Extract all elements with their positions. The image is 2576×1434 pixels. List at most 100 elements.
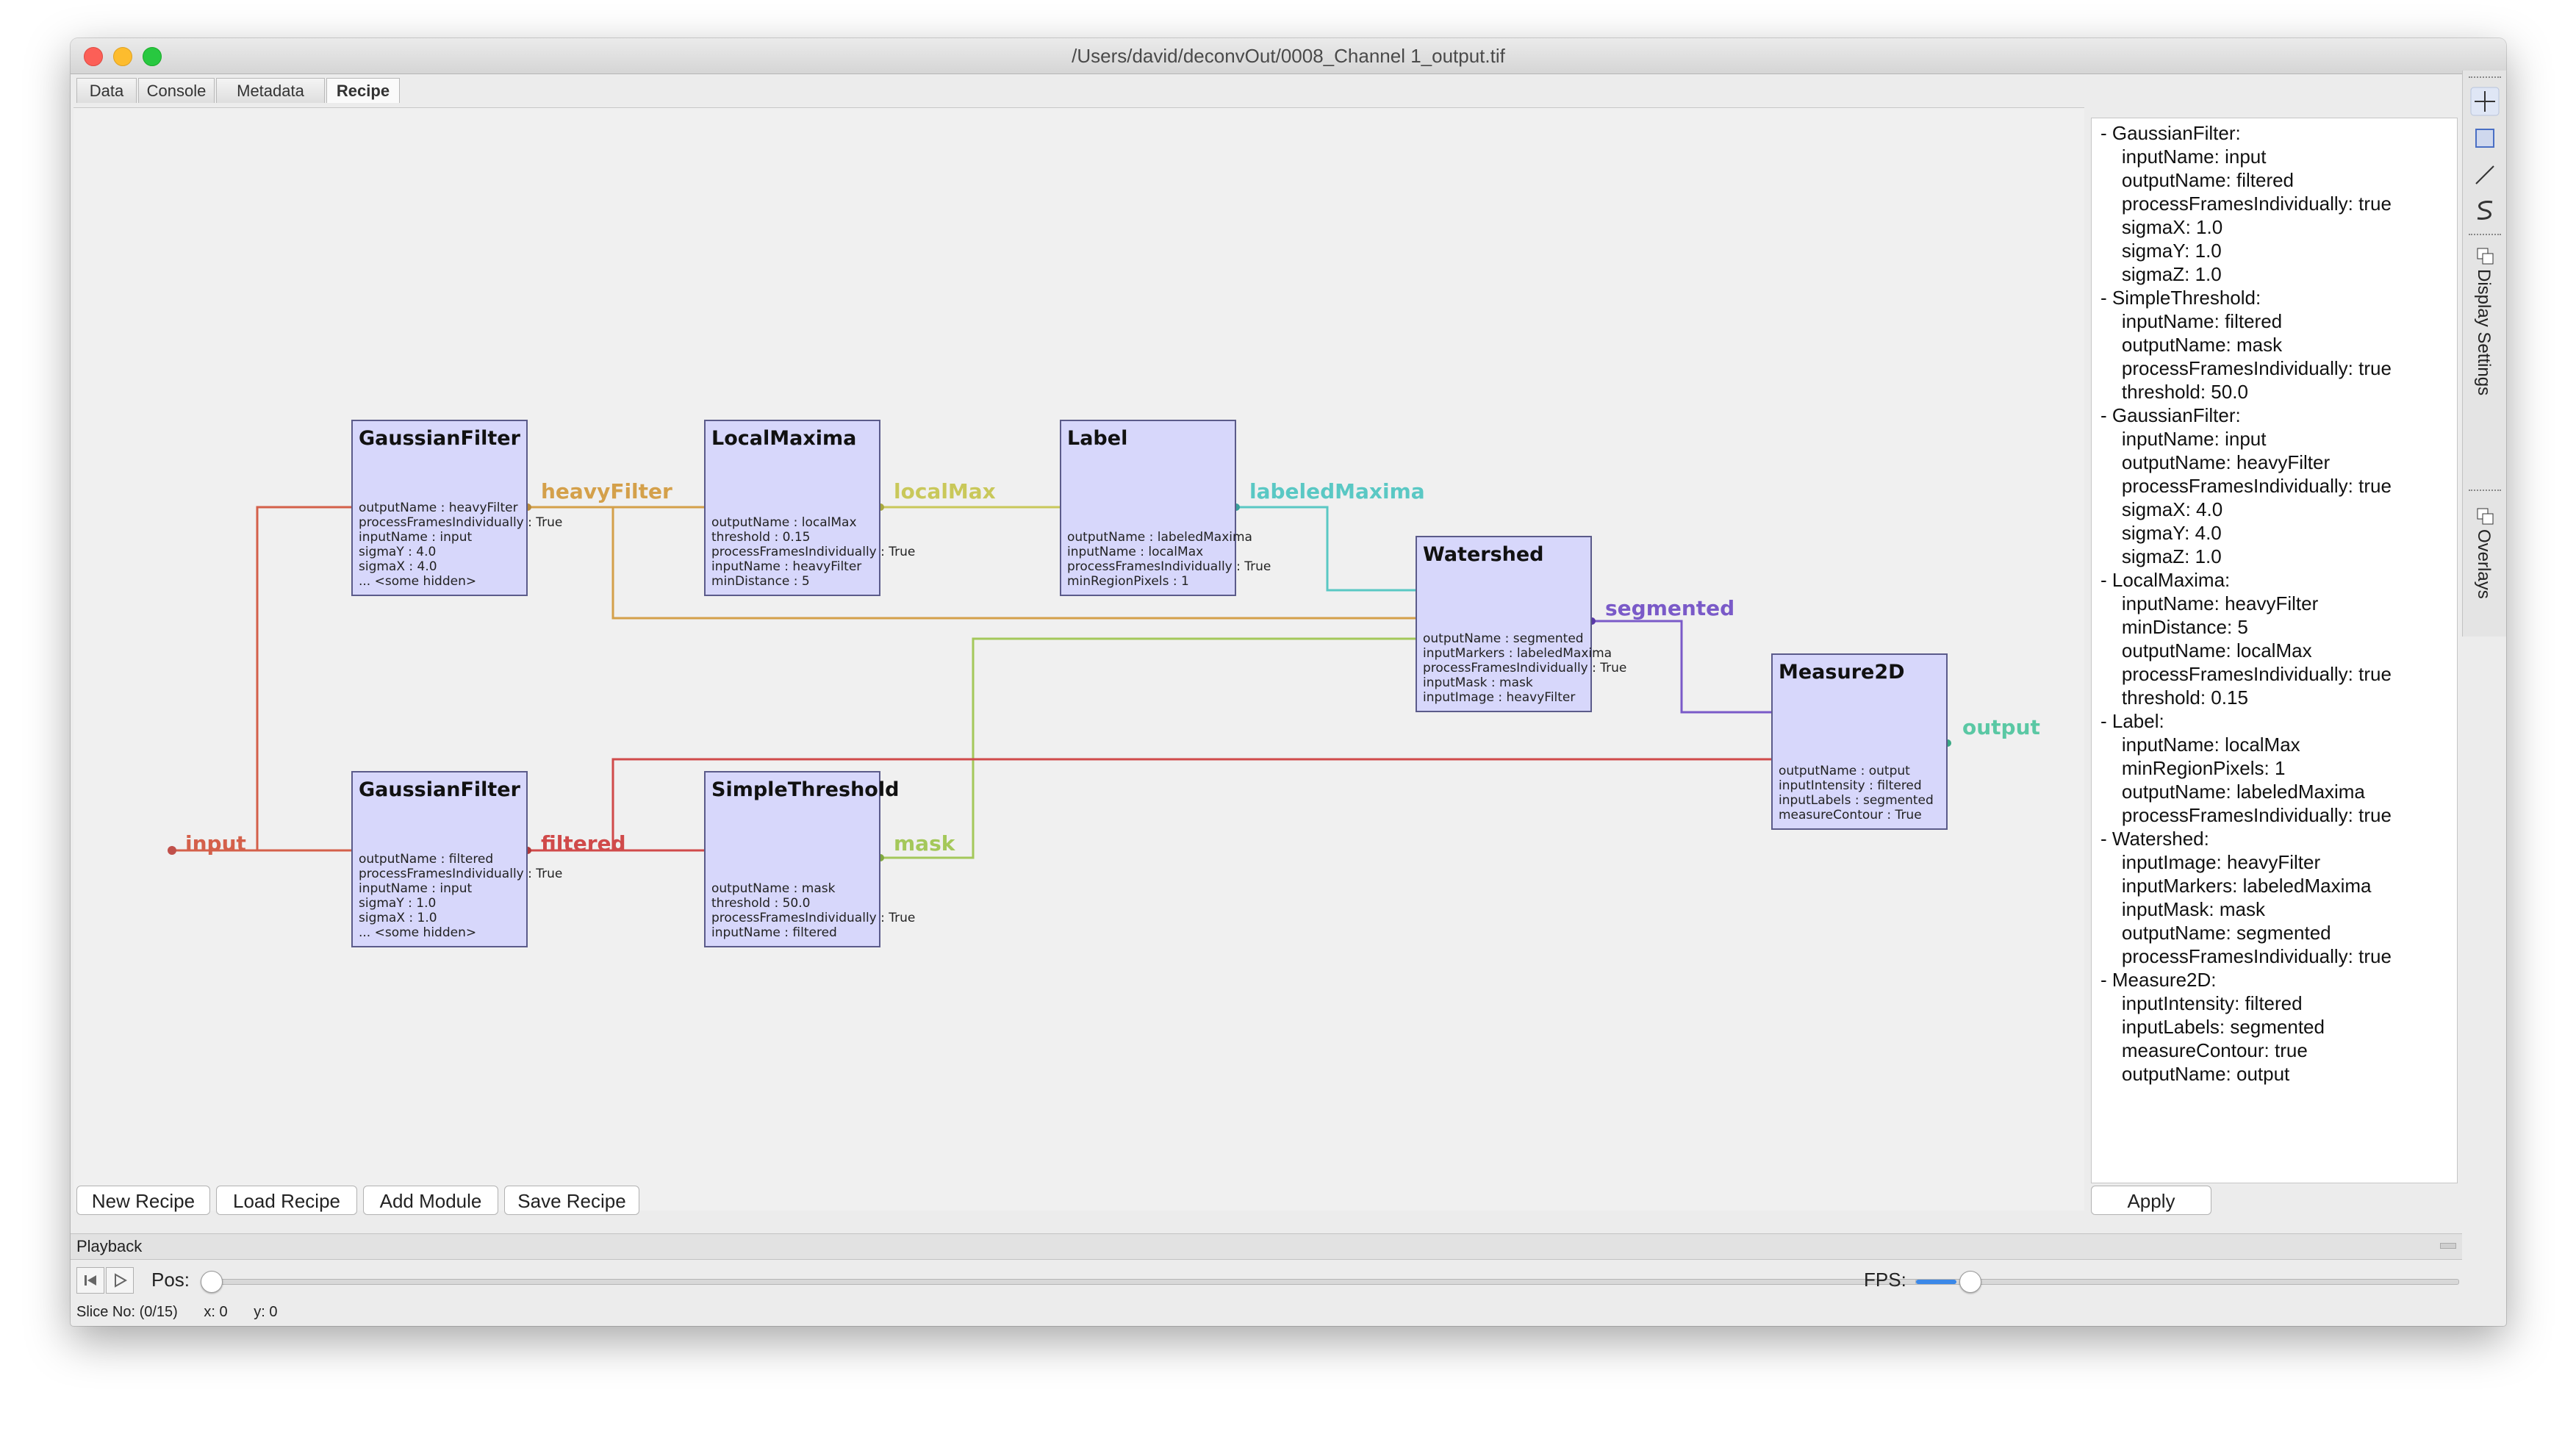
node-title: SimpleThreshold	[711, 778, 900, 801]
recipe-yaml-line: minRegionPixels: 1	[2100, 757, 2286, 779]
apply-button[interactable]: Apply	[2091, 1186, 2211, 1215]
recipe-yaml-line: - Watershed:	[2100, 828, 2209, 850]
recipe-yaml-line: sigmaX: 1.0	[2100, 216, 2223, 238]
node-gaussian-filter-heavy[interactable]: GaussianFilter outputName : heavyFilter …	[351, 420, 562, 596]
node-param: ... <some hidden>	[359, 574, 477, 589]
node-params: outputName : localMax threshold : 0.15 p…	[711, 515, 915, 589]
recipe-yaml-line: sigmaZ: 1.0	[2100, 545, 2222, 567]
edge-mask	[880, 637, 1416, 859]
node-param: outputName : segmented	[1423, 631, 1584, 646]
recipe-yaml-line: - SimpleThreshold:	[2100, 287, 2261, 309]
fps-slider-handle[interactable]	[1959, 1271, 1981, 1293]
node-param: inputLabels : segmented	[1779, 793, 1934, 808]
recipe-yaml-line: inputName: filtered	[2100, 310, 2283, 332]
grip-icon	[2469, 76, 2501, 81]
overlays-tab[interactable]: Overlays	[2474, 529, 2494, 599]
edge-heavyfilter-branch	[611, 507, 1416, 620]
node-label[interactable]: Label outputName : labeledMaxima inputNa…	[1060, 420, 1271, 596]
node-param: processFramesIndividually : True	[711, 545, 916, 559]
rewind-button[interactable]	[76, 1267, 104, 1294]
recipe-text-editor[interactable]: - GaussianFilter: inputName: input outpu…	[2091, 118, 2458, 1183]
recipe-yaml-line: processFramesIndividually: true	[2100, 804, 2392, 826]
recipe-yaml-line: inputName: input	[2100, 428, 2267, 450]
fps-slider[interactable]	[1915, 1271, 2459, 1293]
recipe-yaml-line: - GaussianFilter:	[2100, 122, 2241, 144]
edge-label-mask: mask	[894, 831, 955, 856]
recipe-yaml-line: outputName: filtered	[2100, 169, 2295, 191]
node-param: sigmaY : 4.0	[359, 545, 437, 559]
node-param: outputName : mask	[711, 881, 836, 896]
close-window-button[interactable]	[84, 47, 103, 66]
edge-label-localmax: localMax	[894, 479, 996, 503]
node-title: Measure2D	[1779, 661, 1905, 684]
node-param: processFramesIndividually : True	[359, 867, 563, 881]
edge-label-heavyfilter: heavyFilter	[541, 479, 672, 503]
tab-recipe[interactable]: Recipe	[326, 78, 400, 103]
zoom-window-button[interactable]	[143, 47, 162, 66]
display-settings-tab[interactable]: Display Settings	[2474, 269, 2494, 396]
edge-label-labeledmaxima: labeledMaxima	[1249, 479, 1425, 503]
new-recipe-button[interactable]: New Recipe	[76, 1186, 210, 1215]
add-module-button[interactable]: Add Module	[363, 1186, 498, 1215]
recipe-yaml-line: threshold: 50.0	[2100, 381, 2248, 403]
recipe-yaml-line: outputName: mask	[2100, 334, 2283, 356]
recipe-yaml-line: sigmaY: 1.0	[2100, 240, 2222, 262]
node-title: GaussianFilter	[359, 778, 520, 801]
app-window: /Users/david/deconvOut/0008_Channel 1_ou…	[71, 38, 2506, 1326]
node-param: inputName : input	[359, 881, 473, 896]
node-title: LocalMaxima	[711, 427, 857, 450]
recipe-yaml-line: - LocalMaxima:	[2100, 569, 2231, 591]
recipe-yaml-line: inputImage: heavyFilter	[2100, 851, 2321, 873]
node-params: outputName : output inputIntensity : fil…	[1779, 764, 1934, 822]
minimize-window-button[interactable]	[113, 47, 132, 66]
recipe-yaml-line: - GaussianFilter:	[2100, 404, 2241, 426]
recipe-yaml-line: sigmaZ: 1.0	[2100, 263, 2222, 285]
node-params: outputName : segmented inputMarkers : la…	[1423, 631, 1626, 705]
play-button[interactable]	[106, 1267, 134, 1294]
line-tool-icon[interactable]	[2470, 160, 2500, 190]
recipe-yaml-line: inputName: localMax	[2100, 734, 2300, 756]
node-watershed[interactable]: Watershed outputName : segmented inputMa…	[1416, 536, 1626, 712]
node-params: outputName : heavyFilter processFramesIn…	[359, 501, 562, 589]
load-recipe-button[interactable]: Load Recipe	[216, 1186, 357, 1215]
node-param: inputName : localMax	[1067, 545, 1204, 559]
node-local-maxima[interactable]: LocalMaxima outputName : localMax thresh…	[704, 420, 915, 596]
tab-metadata[interactable]: Metadata	[216, 78, 325, 103]
node-param: inputName : input	[359, 530, 473, 545]
recipe-yaml-line: processFramesIndividually: true	[2100, 945, 2392, 967]
y-coordinate: y: 0	[254, 1304, 278, 1320]
position-slider[interactable]	[201, 1271, 1920, 1293]
node-gaussian-filter-filtered[interactable]: GaussianFilter outputName : filtered pro…	[351, 771, 562, 947]
title-bar: /Users/david/deconvOut/0008_Channel 1_ou…	[71, 38, 2506, 74]
save-recipe-button[interactable]: Save Recipe	[504, 1186, 639, 1215]
edge-label-output: output	[1962, 715, 2040, 739]
node-param: inputMarkers : labeledMaxima	[1423, 646, 1612, 661]
rectangle-select-icon[interactable]	[2470, 123, 2500, 153]
edge-label-segmented: segmented	[1605, 596, 1735, 620]
edge-label-filtered: filtered	[541, 831, 626, 856]
node-simple-threshold[interactable]: SimpleThreshold outputName : mask thresh…	[704, 771, 915, 947]
pipeline-connections	[168, 503, 1951, 861]
node-param: processFramesIndividually : True	[711, 911, 916, 925]
node-param: threshold : 0.15	[711, 530, 811, 545]
recipe-yaml-line: sigmaY: 4.0	[2100, 522, 2222, 544]
node-param: inputMask : mask	[1423, 675, 1533, 690]
recipe-yaml-line: inputName: heavyFilter	[2100, 592, 2319, 614]
undock-icon[interactable]	[2440, 1243, 2456, 1249]
curve-tool-icon[interactable]	[2470, 196, 2500, 225]
node-param: outputName : output	[1779, 764, 1910, 778]
recipe-yaml-line: processFramesIndividually: true	[2100, 663, 2392, 685]
display-settings-icon	[2477, 248, 2494, 265]
position-slider-handle[interactable]	[201, 1271, 223, 1293]
node-title: Label	[1067, 427, 1128, 450]
crosshair-icon[interactable]	[2470, 87, 2500, 116]
edge-filtered-branch	[611, 758, 1771, 850]
tab-data[interactable]: Data	[76, 78, 137, 103]
status-bar: Slice No: (0/15) x: 0 y: 0	[76, 1304, 277, 1321]
node-measure2d[interactable]: Measure2D outputName : output inputInten…	[1771, 653, 1948, 830]
node-param: inputName : heavyFilter	[711, 559, 862, 574]
recipe-canvas[interactable]: input heavyFilter localMax labeledMaxima…	[73, 107, 2084, 1211]
tab-console[interactable]: Console	[138, 78, 215, 103]
recipe-yaml-line: outputName: output	[2100, 1063, 2290, 1085]
overlays-icon	[2477, 508, 2494, 525]
